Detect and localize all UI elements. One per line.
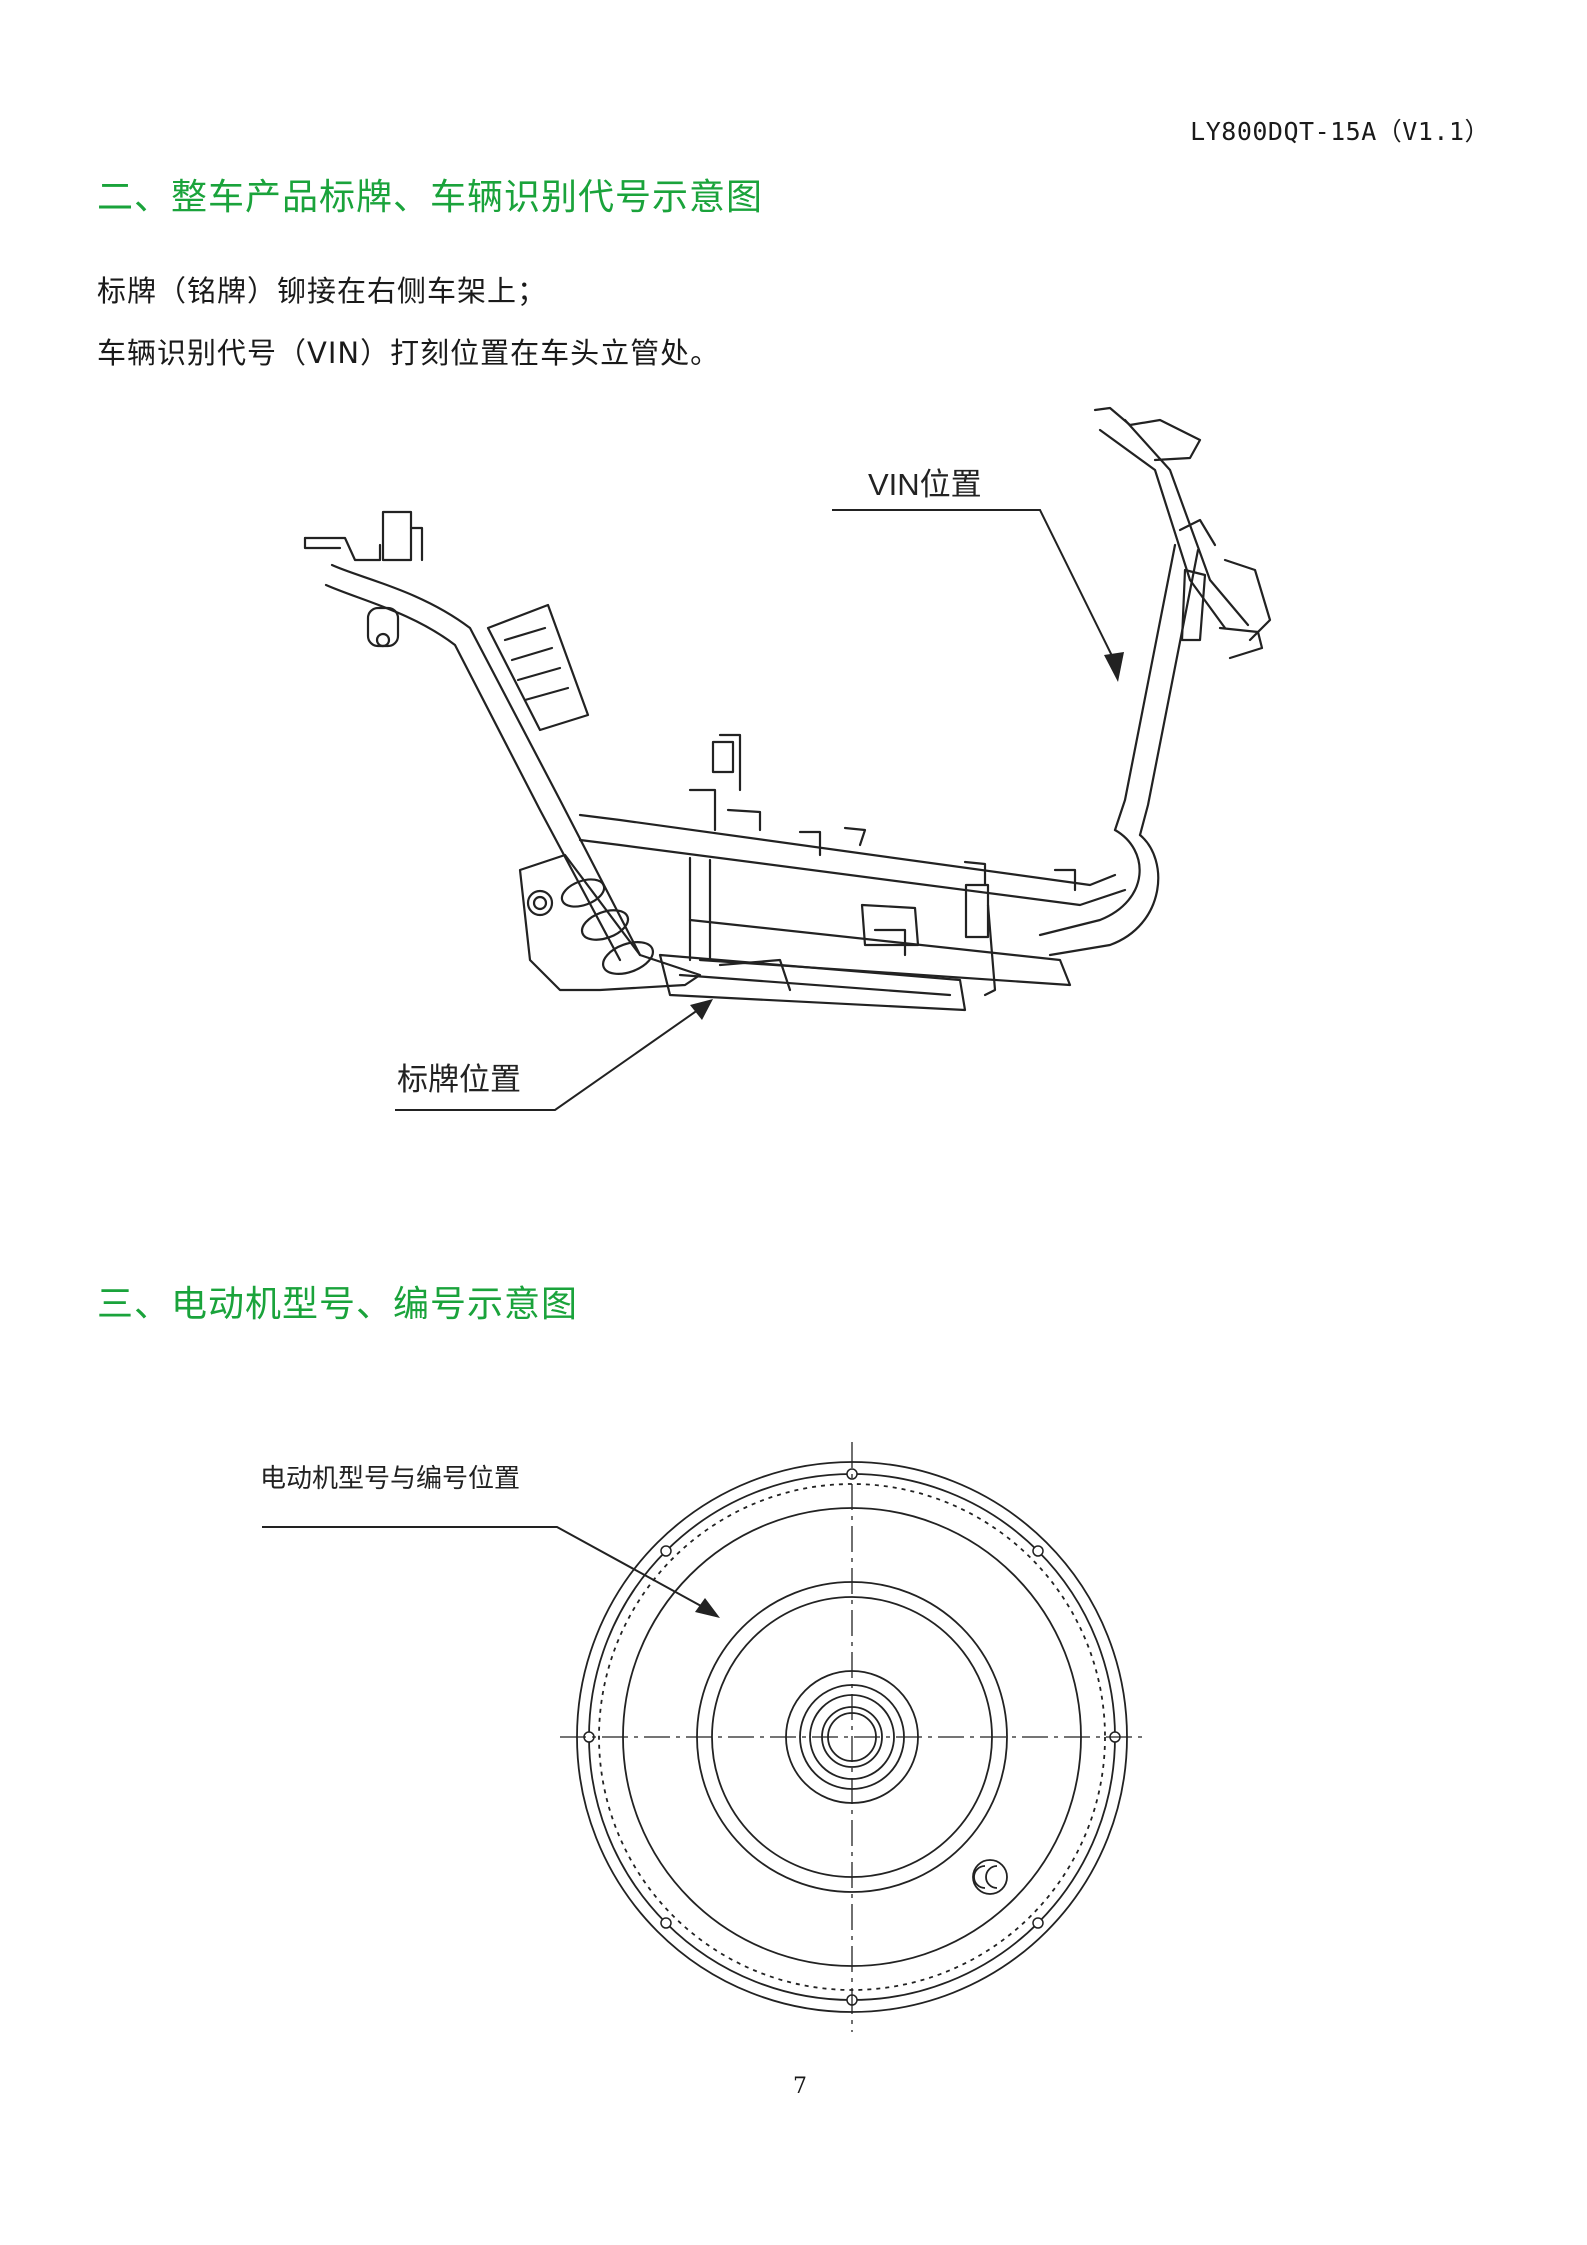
section-title-motor: 三、电动机型号、编号示意图 (97, 1284, 579, 1325)
vin-description: 车辆识别代号（VIN）打刻位置在车头立管处。 (97, 336, 721, 370)
document-id: LY800DQT-15A（V1.1） (1190, 117, 1490, 146)
motor-position-label: 电动机型号与编号位置 (260, 1464, 520, 1494)
nameplate-description: 标牌（铭牌）铆接在右侧车架上； (97, 274, 548, 308)
nameplate-position-label: 标牌位置 (397, 1062, 521, 1097)
vin-position-label: VIN位置 (868, 467, 982, 502)
section-title-frame: 二、整车产品标牌、车辆识别代号示意图 (97, 177, 764, 218)
page-number: 7 (793, 2074, 807, 2099)
